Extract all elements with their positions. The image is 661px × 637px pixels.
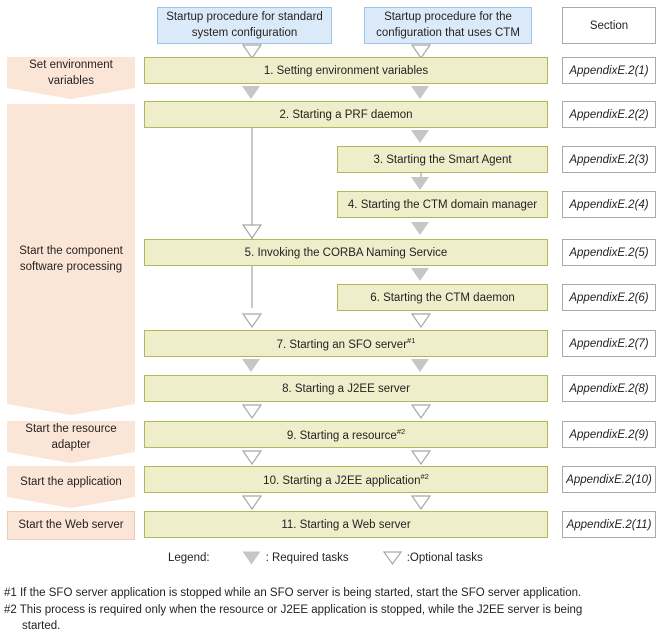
footnotes: #1 If the SFO server application is stop… [4,585,656,635]
section-box-5[interactable]: AppendixE.2(5) [562,239,656,266]
section-box-3[interactable]: AppendixE.2(3) [562,146,656,173]
task-box-7[interactable]: 7. Starting an SFO server#1 [144,330,548,357]
arrow-optional-into-task-1-standard [242,44,262,59]
arrow-required-task-5-to-6-ctm [411,268,429,281]
task-box-9[interactable]: 9. Starting a resource#2 [144,421,548,448]
task-label-3: 3. Starting the Smart Agent [373,153,512,166]
arrow-required-task-1-to-2-ctm [411,86,429,99]
task-label-10: 10. Starting a J2EE application#2 [263,472,429,487]
arrow-optional-task-5-to-7-standard [242,313,262,328]
arrow-required-task-7-to-8-standard [242,359,260,372]
footnote-1: #1 If the SFO server application is stop… [4,587,582,599]
connector-line-standard-2 [251,266,253,308]
task-box-1[interactable]: 1. Setting environment variables [144,57,548,84]
stage-set-environment-variables: Set environment variables [7,57,135,99]
stage-start-resource-adapter: Start the resource adapter [7,421,135,463]
section-box-1[interactable]: AppendixE.2(1) [562,57,656,84]
section-box-8[interactable]: AppendixE.2(8) [562,375,656,402]
task-label-6: 6. Starting the CTM daemon [370,291,515,304]
task-box-8[interactable]: 8. Starting a J2EE server [144,375,548,402]
header-section: Section [562,7,656,44]
arrow-optional-task-10-to-11-standard [242,495,262,510]
task-label-4: 4. Starting the CTM domain manager [347,198,538,211]
legend-title: Legend: [168,552,210,564]
legend-optional-label: :Optional tasks [406,552,483,564]
arrow-optional-task-8-to-9-ctm [411,404,431,419]
task-box-6[interactable]: 6. Starting the CTM daemon [337,284,548,311]
task-box-11[interactable]: 11. Starting a Web server [144,511,548,538]
section-box-2[interactable]: AppendixE.2(2) [562,101,656,128]
stage-label: Start the Web server [18,518,124,531]
task-label-5: 5. Invoking the CORBA Naming Service [244,246,448,259]
task-label-1: 1. Setting environment variables [263,64,429,77]
footnote-marker-2b: #2 [420,472,429,482]
arrow-optional-task-9-to-10-standard [242,450,262,465]
arrow-optional-task-6-to-7-ctm [411,313,431,328]
arrow-optional-task-9-to-10-ctm [411,450,431,465]
legend-required-icon [242,551,261,565]
task-label-7: 7. Starting an SFO server#1 [276,336,416,351]
task-box-4[interactable]: 4. Starting the CTM domain manager [337,191,548,218]
footnote-marker-2a: #2 [396,427,406,437]
stage-start-component-software-processing: Start the component software processing [7,104,135,415]
arrow-optional-task-10-to-11-ctm [411,495,431,510]
task-box-3[interactable]: 3. Starting the Smart Agent [337,146,548,173]
section-box-9[interactable]: AppendixE.2(9) [562,421,656,448]
arrow-required-task-7-to-8-ctm [411,359,429,372]
task-box-10[interactable]: 10. Starting a J2EE application#2 [144,466,548,493]
arrow-optional-task-2-to-5-standard [242,224,262,239]
header-standard-procedure: Startup procedure for standard system co… [157,7,332,44]
footnote-marker-1: #1 [407,336,416,346]
footnote-2: #2 This process is required only when th… [4,603,583,616]
section-box-10[interactable]: AppendixE.2(10) [562,466,656,493]
header-ctm-procedure: Startup procedure for the configuration … [364,7,532,44]
section-box-7[interactable]: AppendixE.2(7) [562,330,656,357]
task-label-8: 8. Starting a J2EE server [282,382,410,395]
arrow-optional-into-task-1-ctm [411,44,431,59]
arrow-required-task-3-to-4-ctm [411,177,429,190]
arrow-optional-task-8-to-9-standard [242,404,262,419]
stage-label: Start the application [20,475,122,488]
task-box-5[interactable]: 5. Invoking the CORBA Naming Service [144,239,548,266]
legend-required-label: : Required tasks [265,552,349,564]
section-box-11[interactable]: AppendixE.2(11) [562,511,656,538]
connector-line-standard [251,101,253,241]
section-box-4[interactable]: AppendixE.2(4) [562,191,656,218]
arrow-required-task-4-to-5-ctm [411,222,429,235]
legend-optional-icon [382,551,402,565]
task-label-11: 11. Starting a Web server [281,518,411,531]
connector-line-ctm-3-4 [420,173,422,179]
task-box-2[interactable]: 2. Starting a PRF daemon [144,101,548,128]
stage-label: Set environment variables [29,58,113,87]
task-label-9: 9. Starting a resource#2 [286,427,406,442]
section-box-6[interactable]: AppendixE.2(6) [562,284,656,311]
arrow-required-task-1-to-2-standard [242,86,260,99]
stage-label: Start the resource adapter [25,422,117,451]
stage-start-application: Start the application [7,466,135,508]
footnote-2-continued: started. [22,620,61,633]
arrow-required-task-2-to-3-ctm [411,130,429,143]
legend: Legend: : Required tasks :Optional tasks [168,551,483,565]
stage-start-web-server: Start the Web server [7,511,135,540]
task-label-2: 2. Starting a PRF daemon [279,108,413,121]
stage-label: Start the component software processing [19,244,123,273]
